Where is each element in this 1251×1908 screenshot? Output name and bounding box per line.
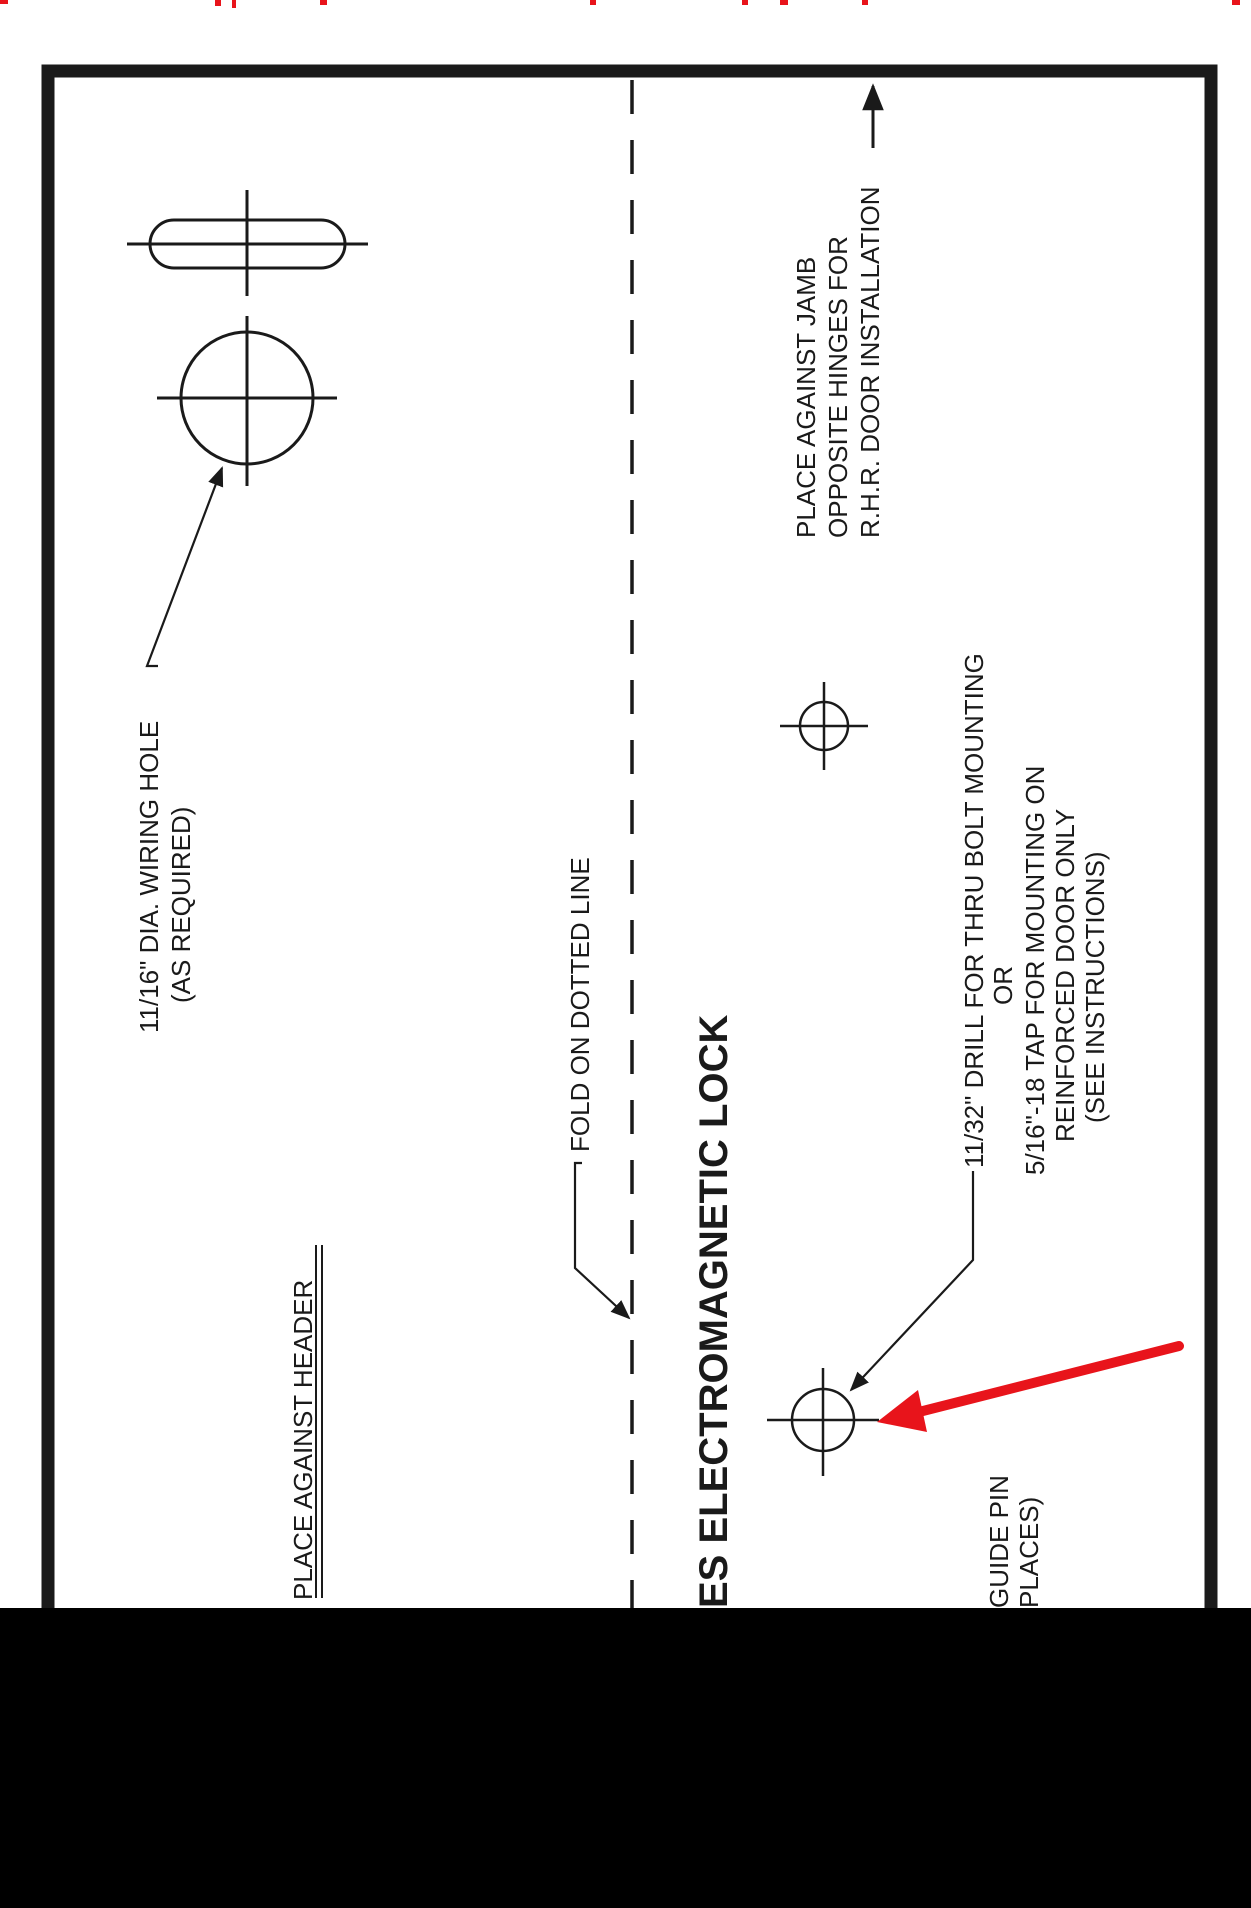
guide-pin-label-2: PLACES) <box>1014 1497 1044 1608</box>
drill-label-5: (SEE INSTRUCTIONS) <box>1080 851 1110 1123</box>
wiring-hole-label-2: (AS REQUIRED) <box>166 807 196 1003</box>
drill-label-2: OR <box>988 966 1018 1005</box>
jamb-label-2: OPPOSITE HINGES FOR <box>823 236 853 538</box>
redaction-block <box>0 1608 1251 1908</box>
drill-label-1: 11/32" DRILL FOR THRU BOLT MOUNTING <box>959 653 989 1168</box>
fold-line-label: FOLD ON DOTTED LINE <box>565 857 595 1152</box>
drill-label-3: 5/16"-18 TAP FOR MOUNTING ON <box>1020 766 1050 1175</box>
jamb-label-3: R.H.R. DOOR INSTALLATION <box>855 186 885 538</box>
highlight-arrow-icon <box>877 1341 1184 1432</box>
guide-pin-label-1: GUIDE PIN <box>984 1475 1014 1608</box>
wiring-hole-label-1: 11/16" DIA. WIRING HOLE <box>134 721 164 1033</box>
drill-label-4: REINFORCED DOOR ONLY <box>1050 809 1080 1142</box>
wiring-hole-leader <box>145 466 224 668</box>
wiring-hole-icon <box>157 316 337 486</box>
place-against-header-label: PLACE AGAINST HEADER <box>288 1280 318 1600</box>
wiring-slot-icon <box>127 190 368 296</box>
lock-title: ES ELECTROMAGNETIC LOCK <box>692 1015 736 1608</box>
drill-leader <box>849 1171 975 1392</box>
top-red-fragments <box>0 0 1240 8</box>
mounting-hole-icon-1 <box>780 682 868 770</box>
fold-leader <box>573 1161 631 1320</box>
mounting-hole-icon-2 <box>767 1368 879 1476</box>
jamb-label-1: PLACE AGAINST JAMB <box>791 257 821 538</box>
